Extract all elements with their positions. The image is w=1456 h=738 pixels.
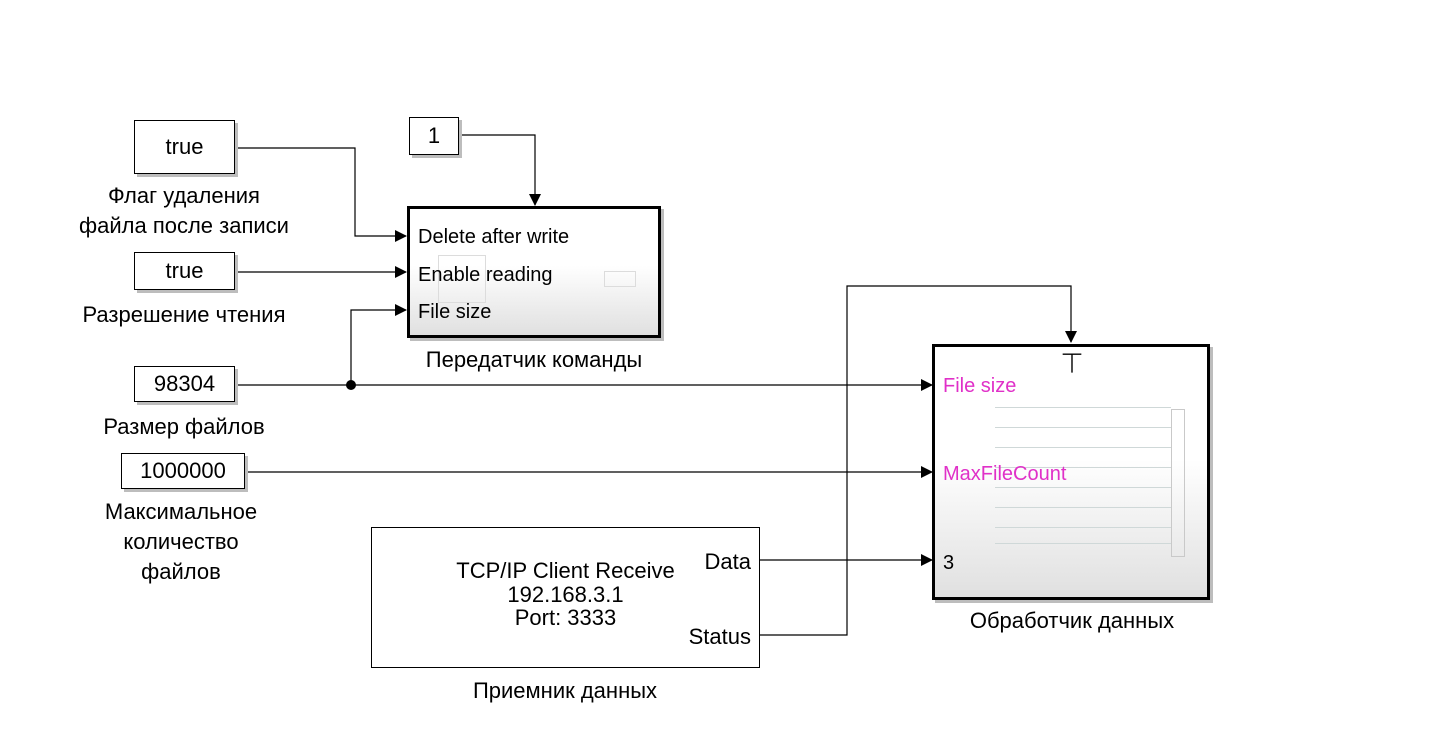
preview-line [995,507,1171,508]
label-data-receiver: Приемник данных [472,678,658,703]
command-transmitter-block[interactable]: Delete after write Enable reading File s… [407,206,661,338]
label-file-size: Размер файлов [103,414,265,439]
wire-delete-flag [236,147,407,242]
preview-line [995,427,1171,428]
tcp-receiver-block[interactable]: TCP/IP Client Receive 192.168.3.1 Port: … [371,527,760,668]
preview-line [995,487,1171,488]
processor-preview-bus [1171,409,1185,557]
tcp-title: TCP/IP Client Receive [456,558,675,583]
port-data-out: Data [704,549,751,574]
constant-enable-reading[interactable]: true [134,252,235,290]
constant-max-file-count[interactable]: 1000000 [121,453,245,489]
transmitter-preview [438,255,486,303]
constant-delete-flag[interactable]: true [134,120,235,174]
transmitter-preview-out [604,271,636,287]
label-enable-reading: Разрешение чтения [82,302,286,327]
branch-point [346,380,356,390]
preview-line [995,543,1171,544]
tcp-ip-address: 192.168.3.1 [507,582,624,607]
label-delete-flag: Флаг удаления файла после записи [79,183,289,238]
preview-line [995,407,1171,408]
preview-line [995,467,1171,468]
preview-line [995,527,1171,528]
label-max-file-count: Максимальное количество файлов [104,499,258,584]
constant-trigger[interactable]: 1 [409,117,459,155]
port-max-file-count: MaxFileCount [943,463,1067,485]
port-file-size-in: File size [943,375,1017,397]
wire-file-size-branch [350,304,407,385]
wire-trigger [460,134,541,206]
trigger-icon: ⏉ [1063,354,1081,374]
port-status-out: Status [688,624,751,649]
preview-line [995,447,1171,448]
label-data-processor: Обработчик данных [969,608,1175,633]
data-processor-block[interactable]: ⏉ File size MaxFileCount 3 [932,344,1210,600]
port-file-size: File size [418,301,492,323]
port-data-in: 3 [943,552,955,574]
port-enable-reading: Enable reading [418,264,553,286]
wire-status [760,285,1077,636]
label-command-transmitter: Передатчик команды [425,347,643,372]
constant-file-size[interactable]: 98304 [134,366,235,402]
tcp-port: Port: 3333 [514,605,617,630]
port-delete-after-write: Delete after write [418,226,570,248]
